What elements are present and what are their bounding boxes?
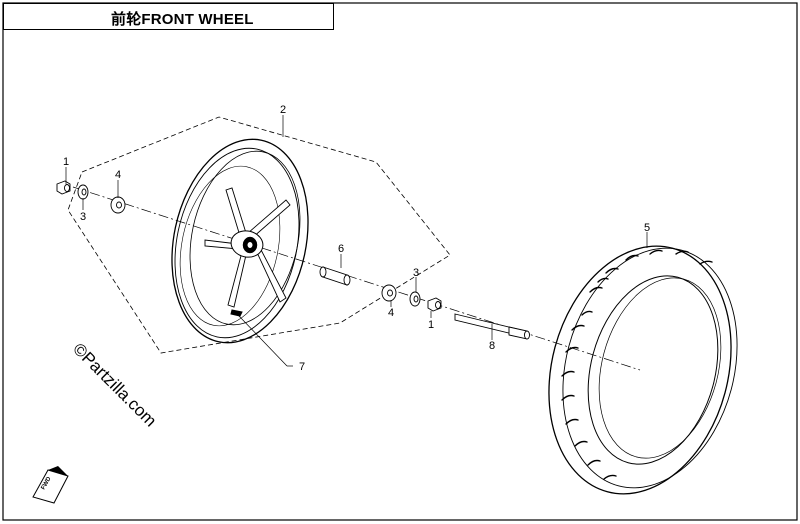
callout-3-right: 3 — [413, 267, 419, 279]
assembly-outline — [67, 116, 451, 354]
spacer-collar — [319, 266, 351, 286]
title-box: 前轮FRONT WHEEL — [3, 3, 334, 30]
washer-right — [409, 291, 421, 307]
bearing-right — [381, 284, 397, 302]
wheel-rim — [171, 138, 309, 344]
fwd-arrow-icon: FWD — [32, 466, 69, 504]
callout-1-right: 1 — [428, 319, 434, 331]
callout-4-left: 4 — [115, 169, 121, 181]
callout-4-right: 4 — [388, 307, 394, 319]
bearing-left — [110, 196, 126, 214]
leader-lines — [65, 115, 648, 367]
axle-shaft — [454, 313, 530, 340]
callout-2: 2 — [280, 104, 286, 116]
diagram-title: 前轮FRONT WHEEL — [111, 11, 254, 28]
callout-6: 6 — [338, 243, 344, 255]
callout-7: 7 — [299, 361, 305, 373]
tire — [548, 245, 738, 495]
washer-left — [77, 184, 89, 200]
watermark: ©Partzilla.com — [69, 339, 160, 430]
callout-1-left: 1 — [63, 156, 69, 168]
axle-centerline — [72, 186, 641, 371]
axle-nut-left — [56, 180, 71, 195]
callout-5: 5 — [644, 222, 650, 234]
axle-nut-right — [427, 297, 442, 312]
callout-3-left: 3 — [80, 211, 86, 223]
callout-8: 8 — [489, 340, 495, 352]
